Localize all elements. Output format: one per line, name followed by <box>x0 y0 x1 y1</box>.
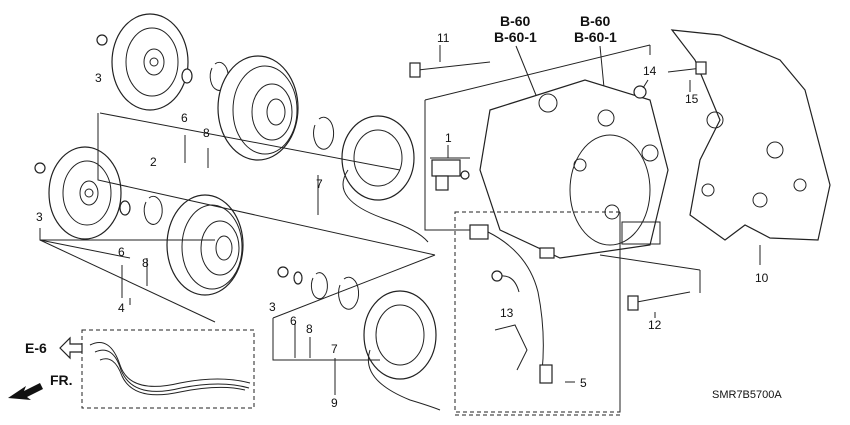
callout-6a[interactable]: 6 <box>181 111 188 125</box>
e6-arrow-icon <box>59 336 83 360</box>
ref-b601-right[interactable]: B-60-1 <box>574 29 617 45</box>
lower-shim-6 <box>119 200 131 216</box>
callout-11[interactable]: 11 <box>437 31 450 45</box>
callout-14[interactable]: 14 <box>643 64 657 78</box>
upper-clutch-plate <box>111 13 189 111</box>
lower-clutch-plate <box>48 146 122 240</box>
callout-2[interactable]: 2 <box>150 155 157 169</box>
bolt-11 <box>409 61 491 78</box>
callout-7a[interactable]: 7 <box>316 177 323 191</box>
nut-14 <box>633 85 647 99</box>
lower-nut-3 <box>34 162 46 174</box>
callout-15[interactable]: 15 <box>685 92 699 106</box>
mid-snap-ring-7 <box>338 276 360 310</box>
bracket-bolt-15 <box>667 61 707 75</box>
callout-3b[interactable]: 3 <box>36 210 43 224</box>
lower-snap-ring-8 <box>143 195 163 225</box>
mid-nut-3 <box>277 266 289 278</box>
compressor-bracket <box>670 29 831 241</box>
upper-snap-ring-7 <box>313 116 335 150</box>
callout-3a[interactable]: 3 <box>95 71 102 85</box>
belt-dashed-box <box>81 329 255 409</box>
upper-pulley <box>217 55 299 161</box>
callout-8b[interactable]: 8 <box>142 256 149 270</box>
upper-nut-3 <box>96 34 108 46</box>
callout-6b[interactable]: 6 <box>118 245 125 259</box>
callout-9[interactable]: 9 <box>331 396 338 410</box>
callout-8a[interactable]: 8 <box>203 126 210 140</box>
ref-e6[interactable]: E-6 <box>25 340 47 356</box>
drive-belt <box>89 342 251 396</box>
lower-field-coil <box>363 290 441 411</box>
leader-lines <box>39 44 761 395</box>
callout-7b[interactable]: 7 <box>331 342 338 356</box>
mid-snap-ring-8 <box>310 272 328 300</box>
fr-label: FR. <box>50 372 73 388</box>
compressor-body <box>479 79 669 259</box>
ref-b60-right[interactable]: B-60 <box>580 13 611 29</box>
callout-1[interactable]: 1 <box>445 131 452 145</box>
harness-dashed-box <box>454 211 621 413</box>
callout-3c[interactable]: 3 <box>269 300 276 314</box>
pressure-valve-1 <box>431 159 470 191</box>
callout-6c[interactable]: 6 <box>290 314 297 328</box>
callout-10[interactable]: 10 <box>755 271 769 285</box>
upper-field-coil <box>341 115 429 243</box>
bolt-12 <box>627 291 691 311</box>
ref-b60-left[interactable]: B-60 <box>500 13 531 29</box>
callout-12[interactable]: 12 <box>648 318 662 332</box>
harness-clip-13 <box>491 270 520 293</box>
ref-b601-left[interactable]: B-60-1 <box>494 29 537 45</box>
diagram-code: SMR7B5700A <box>712 389 782 401</box>
callout-4[interactable]: 4 <box>118 301 125 315</box>
callout-8c[interactable]: 8 <box>306 322 313 336</box>
mid-shim-6 <box>293 271 303 285</box>
front-arrow-icon <box>8 383 43 400</box>
callout-13[interactable]: 13 <box>500 306 514 320</box>
wire-harness-5 <box>469 224 555 384</box>
harness-dashed-box-edge <box>455 212 621 416</box>
callout-5[interactable]: 5 <box>580 376 587 390</box>
upper-shim-6 <box>181 68 193 84</box>
